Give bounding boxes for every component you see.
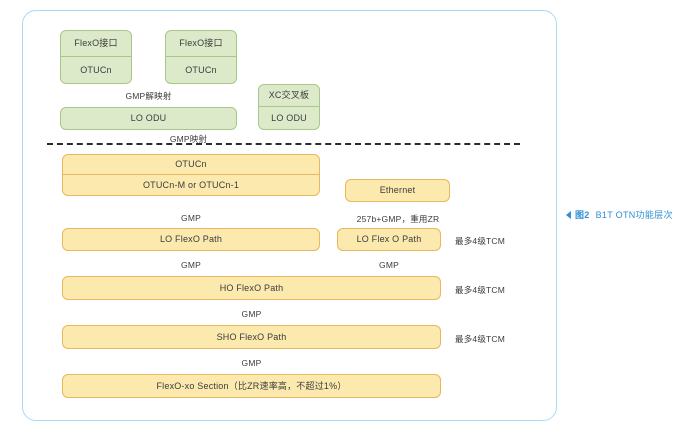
- gmp-map-label: GMP映射: [169, 134, 208, 144]
- sho-flexo-path-bar: SHO FlexO Path: [62, 325, 441, 349]
- ethernet-box: Ethernet: [345, 179, 450, 202]
- lo-flexo-path-bar-right: LO Flex O Path: [337, 228, 441, 251]
- lo-odu-bar: LO ODU: [60, 107, 237, 130]
- gmp-label-left-2: GMP: [181, 260, 201, 270]
- xc-cross-connect-box: XC交叉板: [258, 84, 320, 107]
- gmp-label-left-3: GMP: [241, 309, 262, 319]
- lo-flexo-path-bar-left: LO FlexO Path: [62, 228, 320, 251]
- otucn-bar: OTUCn: [62, 154, 320, 175]
- tcm-note-lo: 最多4级TCM: [455, 236, 506, 246]
- otucn-m-bar: OTUCn-M or OTUCn-1: [62, 175, 320, 196]
- otucn-box-right: OTUCn: [165, 57, 237, 84]
- flexo-interface-box-right: FlexO接口: [165, 30, 237, 57]
- lo-odu-box-right: LO ODU: [258, 107, 320, 130]
- gmp-label-left-4: GMP: [241, 358, 262, 368]
- caption-number: 图2: [575, 210, 590, 220]
- gmp-label-right-2: GMP: [379, 260, 399, 270]
- tcm-note-sho: 最多4级TCM: [455, 334, 506, 344]
- flexo-interface-box-left: FlexO接口: [60, 30, 132, 57]
- figure-caption: 图2 B1T OTN功能层次: [566, 208, 673, 221]
- caption-arrow-icon: [566, 210, 571, 219]
- gmp-label-left-1: GMP: [181, 213, 201, 223]
- tcm-note-ho: 最多4级TCM: [455, 285, 506, 295]
- layer-separator: [47, 143, 520, 145]
- ho-flexo-path-bar: HO FlexO Path: [62, 276, 441, 300]
- caption-title: B1T OTN功能层次: [595, 210, 673, 220]
- otucn-box-left: OTUCn: [60, 57, 132, 84]
- gmp-demap-label: GMP解映射: [125, 91, 172, 101]
- flexo-xo-section-bar: FlexO-xo Section（比ZR速率高，不超过1%）: [62, 374, 441, 398]
- ethernet-adaptation-label: 257b+GMP，重用ZR: [356, 214, 440, 224]
